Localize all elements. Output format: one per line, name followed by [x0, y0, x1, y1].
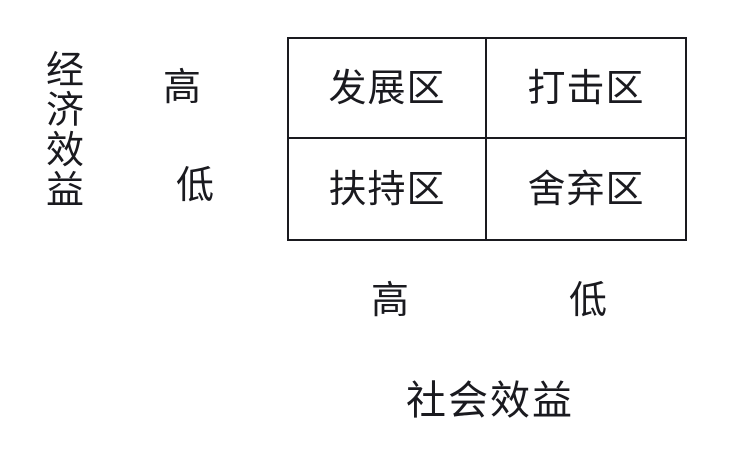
x-axis-label-high: 高	[370, 278, 409, 322]
matrix-grid: 发展区 打击区 扶持区 舍弃区	[287, 37, 687, 241]
quadrant-bottom-right[interactable]: 舍弃区	[527, 167, 645, 211]
x-axis-label-low: 低	[568, 278, 607, 322]
x-axis-title: 社会效益	[406, 378, 574, 424]
y-axis-title-char-1: 经	[45, 48, 84, 92]
y-axis-title: 经 济 效 益	[38, 50, 92, 210]
y-axis-title-char-4: 益	[45, 168, 84, 212]
y-axis-label-high: 高	[162, 65, 201, 109]
quadrant-bottom-left[interactable]: 扶持区	[289, 139, 487, 239]
y-axis-title-char-3: 效	[45, 128, 84, 172]
y-axis-label-low: 低	[175, 163, 214, 207]
quadrant-top-left[interactable]: 发展区	[289, 39, 487, 139]
y-axis-title-char-2: 济	[45, 88, 84, 132]
quadrant-top-right[interactable]: 打击区	[487, 39, 685, 139]
